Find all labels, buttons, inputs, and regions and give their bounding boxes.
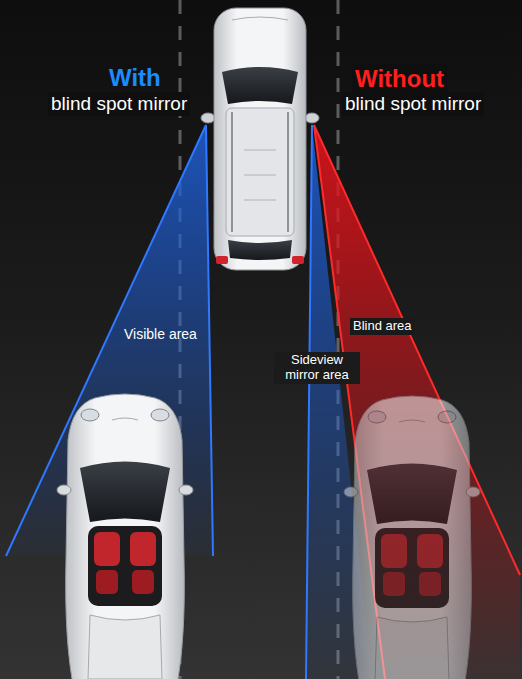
heading-word: With <box>109 64 161 92</box>
sports-car <box>57 394 193 679</box>
area-label: Blind area <box>350 318 415 335</box>
suv <box>201 8 319 270</box>
hidden-car <box>344 396 480 679</box>
area-label: Visible area <box>124 326 197 342</box>
heading: blind spot mirror <box>342 92 484 116</box>
heading-word: Without <box>352 64 447 94</box>
area-label: Sideview mirror area <box>274 352 360 384</box>
heading: blind spot mirror <box>48 92 190 116</box>
